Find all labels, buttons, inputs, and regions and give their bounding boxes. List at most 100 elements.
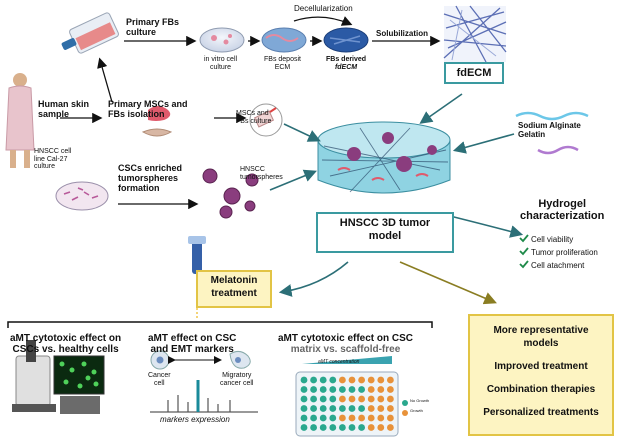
results-bracket — [7, 321, 433, 328]
well — [358, 395, 365, 403]
well — [358, 414, 365, 422]
well — [387, 386, 394, 393]
in-vitro-dish-icon — [199, 27, 245, 53]
well — [300, 424, 308, 431]
well — [348, 405, 356, 412]
patient-figure-icon — [5, 73, 35, 168]
legend-no-growth: No Growth — [410, 398, 430, 403]
well — [348, 386, 356, 393]
decellularization-label: Decellularization — [294, 4, 353, 13]
well — [329, 414, 337, 422]
well — [367, 395, 375, 403]
mscs-culture-icon — [249, 103, 283, 137]
legend-growth: Growth — [410, 408, 423, 413]
well — [310, 376, 317, 384]
msc-cell-icon — [148, 106, 171, 121]
well — [300, 405, 308, 412]
fb-cell-icon — [141, 128, 173, 137]
well — [319, 424, 327, 431]
flow-arrows — [60, 16, 441, 210]
well — [367, 424, 375, 431]
well — [300, 414, 308, 422]
well — [310, 424, 317, 431]
microscope-icon — [12, 340, 100, 414]
hydrogel-item: Cell atachment — [531, 261, 585, 270]
well — [339, 386, 346, 393]
well-plate-wells — [300, 376, 394, 431]
cell-image-screen-icon — [53, 355, 105, 395]
check-icons — [519, 234, 529, 269]
well — [300, 386, 308, 393]
well — [387, 395, 394, 403]
well — [367, 376, 375, 384]
hydrogel-cylinder-icon — [317, 121, 451, 194]
migratory-cell-icon — [229, 350, 251, 369]
fdecm-fiber-texture — [443, 5, 507, 63]
well — [319, 395, 327, 403]
well — [358, 386, 365, 393]
outcome-item: Combination therapies — [486, 384, 596, 395]
tumorspheres-icon — [202, 168, 259, 219]
fdecm-box: fdECM — [444, 62, 504, 84]
well — [387, 424, 394, 431]
well — [387, 414, 394, 422]
well — [339, 414, 346, 422]
well — [348, 424, 356, 431]
hydrogel-item: Tumor proliferation — [531, 248, 598, 257]
plate-legend — [402, 400, 408, 416]
fbs-deposit-dish-icon — [261, 27, 307, 53]
well — [310, 414, 317, 422]
well — [367, 386, 375, 393]
well — [367, 405, 375, 412]
well — [329, 376, 337, 384]
outcome-item: Improved treatment — [494, 361, 588, 372]
well — [329, 424, 337, 431]
well — [300, 395, 308, 403]
well — [348, 395, 356, 403]
cal27-dish-icon — [55, 181, 109, 211]
well — [310, 395, 317, 403]
solubilization-label: Solubilization — [376, 29, 428, 38]
well — [348, 376, 356, 384]
well — [339, 376, 346, 384]
well — [377, 424, 385, 431]
well — [329, 395, 337, 403]
culture-flask-icon — [61, 12, 119, 54]
well — [310, 386, 317, 393]
alginate-chain-icon — [515, 111, 589, 155]
well — [377, 405, 385, 412]
markers-expression-label: markers expression — [160, 415, 230, 424]
well — [377, 414, 385, 422]
well — [358, 376, 365, 384]
well — [339, 405, 346, 412]
amt-concentration-label: aMT concentration — [318, 359, 360, 365]
well — [329, 386, 337, 393]
olive-arrow — [399, 261, 497, 305]
hydrogel-item: Cell viability — [531, 235, 574, 244]
fbs-derived-dish-icon — [323, 27, 369, 53]
well — [358, 424, 365, 431]
well — [367, 414, 375, 422]
well — [319, 414, 327, 422]
well — [377, 376, 385, 384]
outcome-item: Personalized treatments — [483, 407, 599, 418]
well — [387, 405, 394, 412]
outcomes-box: More representative models Improved trea… — [468, 314, 614, 436]
well — [358, 405, 365, 412]
